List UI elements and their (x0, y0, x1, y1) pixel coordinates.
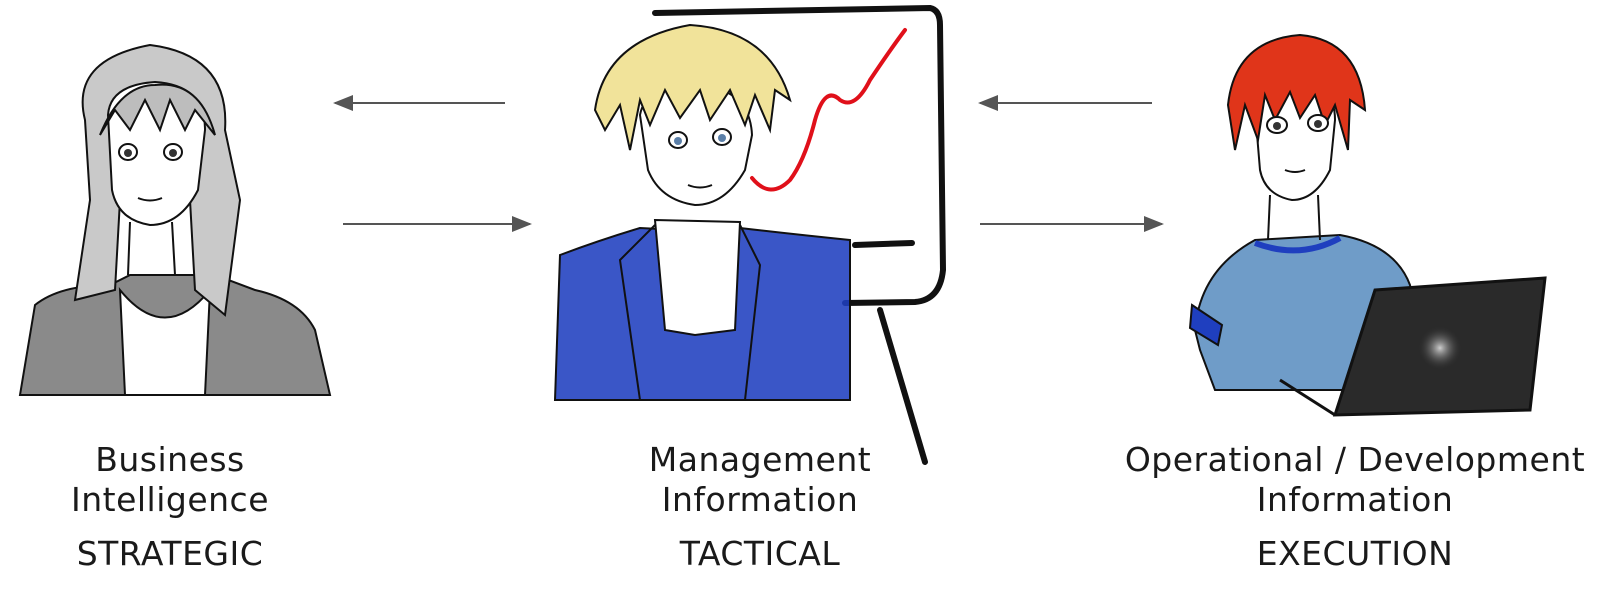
neck (127, 221, 176, 276)
neck (1267, 194, 1321, 241)
chart-trend-line (750, 28, 907, 192)
red-hair (1226, 33, 1367, 151)
strategic-label: Business Intelligence STRATEGIC (10, 440, 330, 574)
execution-name-line1: Operational / Development (1124, 440, 1586, 479)
tactical-name-line1: Management (648, 440, 872, 479)
flipchart-leg (877, 307, 928, 465)
tshirt-collar (1253, 235, 1342, 254)
mouth (687, 184, 713, 189)
strategic-level: STRATEGIC (76, 534, 264, 573)
laptop-logo (1418, 326, 1462, 370)
strategic-persona-illustration (18, 43, 332, 396)
tactical-label: Management Information TACTICAL (590, 440, 930, 574)
laptop-base (1279, 378, 1336, 417)
tactical-name-line2: Information (661, 480, 859, 519)
mouth (137, 197, 163, 202)
tactical-persona-illustration (553, 4, 947, 465)
execution-label: Operational / Development Information EX… (1100, 440, 1610, 574)
strategic-name-line2: Intelligence (70, 480, 269, 519)
white-shirt (653, 218, 742, 337)
blonde-hair (593, 23, 792, 151)
white-shirt (118, 287, 212, 396)
mouth (1284, 169, 1306, 173)
flipchart-board (652, 4, 947, 306)
execution-name-line2: Information (1256, 480, 1454, 519)
flipchart-clip (852, 240, 915, 248)
execution-persona-illustration (1188, 33, 1547, 417)
tactical-level: TACTICAL (679, 534, 841, 573)
execution-level: EXECUTION (1256, 534, 1454, 573)
sleeve-band (1188, 303, 1224, 347)
lapels (618, 224, 762, 401)
strategic-name-line1: Business (95, 440, 245, 479)
arrows (333, 95, 1164, 232)
bangs (99, 83, 216, 136)
